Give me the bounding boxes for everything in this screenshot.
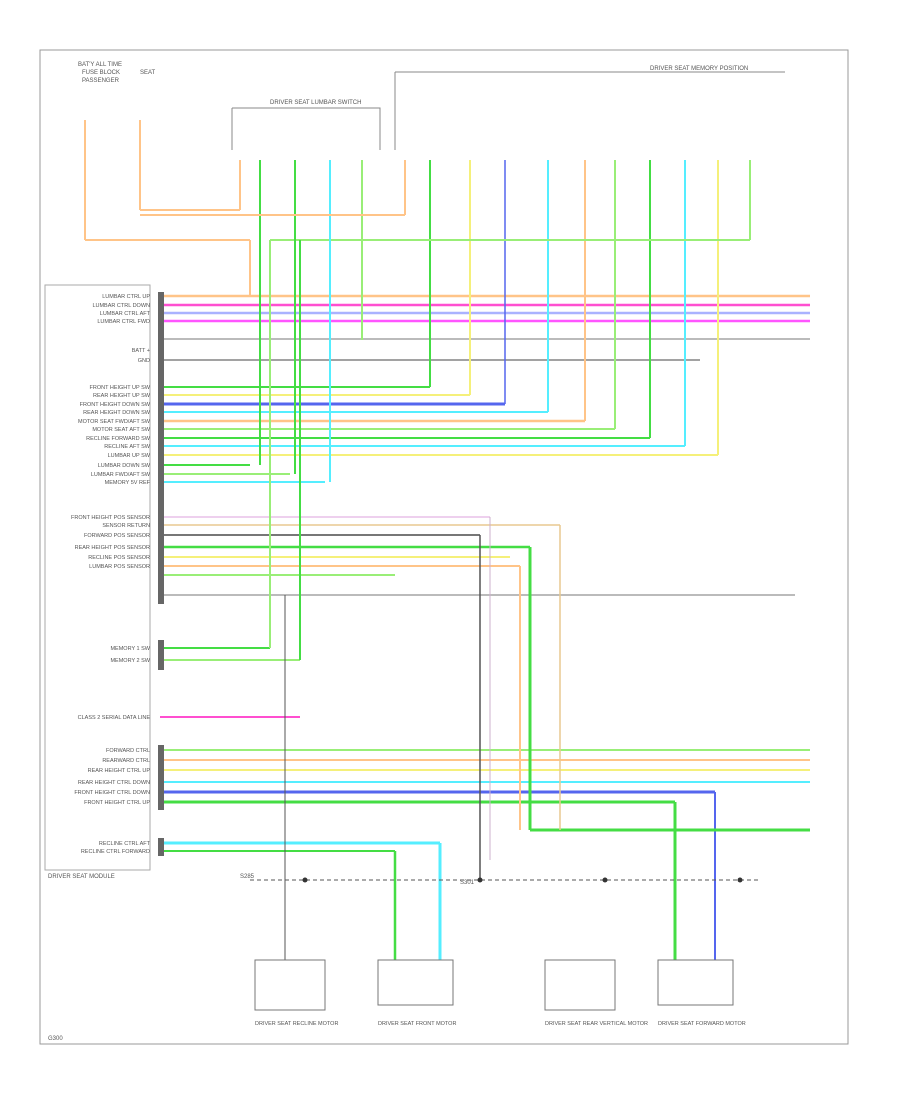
diagram-frame	[39, 49, 849, 1045]
footer-note: DRIVER SEAT MODULE	[48, 874, 115, 880]
pin-label: REAR HEIGHT POS SENSOR	[75, 545, 150, 551]
front-motor-box	[377, 959, 454, 1006]
pin-label: GND	[138, 358, 150, 364]
pin-label: RECLINE FORWARD SW	[86, 436, 151, 442]
top-left-fuse-label-4: SEAT	[140, 70, 156, 76]
splice-far	[737, 877, 743, 883]
pin-label: LUMBAR UP SW	[108, 453, 151, 459]
top-right-title: DRIVER SEAT MEMORY POSITION	[650, 66, 748, 72]
pin-label: FRONT HEIGHT CTRL UP	[84, 800, 150, 806]
pin-label: CLASS 2 SERIAL DATA LINE	[78, 715, 151, 721]
pin-label: LUMBAR CTRL FWD	[97, 319, 150, 325]
pin-label: FORWARD CTRL	[106, 748, 150, 754]
lumbar-switch-title: DRIVER SEAT LUMBAR SWITCH	[270, 100, 361, 106]
connector-markers	[158, 292, 164, 856]
pin-label: LUMBAR FWD/AFT SW	[91, 472, 151, 478]
pin-label: RECLINE POS SENSOR	[88, 555, 150, 561]
pin-label: MEMORY 2 SW	[110, 658, 150, 664]
lumbar-switch-bracket	[231, 107, 381, 150]
splice-left	[302, 877, 308, 883]
splice-right-label: S301	[460, 880, 475, 886]
pin-label: RECLINE CTRL AFT	[99, 841, 151, 847]
pin-label: MEMORY 1 SW	[110, 646, 150, 652]
pin-label: RECLINE CTRL FORWARD	[81, 849, 150, 855]
splice-right	[602, 877, 608, 883]
top-left-fuse-label-2: FUSE BLOCK	[82, 70, 120, 76]
pin-label: FRONT HEIGHT POS SENSOR	[71, 515, 150, 521]
pin-label: REAR HEIGHT DOWN SW	[83, 410, 151, 416]
pin-label: REAR HEIGHT UP SW	[93, 393, 151, 399]
recline-motor-label: DRIVER SEAT RECLINE MOTOR	[255, 1021, 338, 1027]
pin-label: RECLINE AFT SW	[104, 444, 151, 450]
switch-input-wires	[160, 386, 718, 483]
splice-mid	[477, 877, 483, 883]
memory-switch-bracket	[394, 71, 785, 150]
pin-label: MOTOR SEAT AFT SW	[92, 427, 150, 433]
pin-label: FRONT HEIGHT UP SW	[89, 385, 150, 391]
pin-label: LUMBAR CTRL UP	[102, 294, 150, 300]
pin-label: FORWARD POS SENSOR	[84, 533, 150, 539]
pin-label: FRONT HEIGHT DOWN SW	[80, 402, 151, 408]
top-left-fuse-label-3: PASSENGER	[82, 78, 120, 84]
rear-vertical-motor-label: DRIVER SEAT REAR VERTICAL MOTOR	[545, 1021, 648, 1027]
motor-control-wires	[160, 749, 810, 852]
pin-label: REAR HEIGHT CTRL UP	[88, 768, 151, 774]
pin-label: SENSOR RETURN	[102, 523, 150, 529]
motor-drop-wires	[284, 517, 810, 960]
top-left-fuse-label: BAT'Y ALL TIME	[78, 62, 122, 68]
pin-label: LUMBAR CTRL DOWN	[92, 303, 150, 309]
vertical-switch-wires	[259, 160, 751, 660]
front-motor-label: DRIVER SEAT FRONT MOTOR	[378, 1021, 456, 1027]
pin-label: REAR HEIGHT CTRL DOWN	[78, 780, 150, 786]
recline-motor-box	[254, 959, 326, 1011]
pin-label: FRONT HEIGHT CTRL DOWN	[74, 790, 150, 796]
pin-label: LUMBAR CTRL AFT	[100, 311, 151, 317]
pin-label: LUMBAR DOWN SW	[98, 463, 151, 469]
pin-label: BATT +	[132, 348, 150, 354]
ground-label: G300	[48, 1036, 63, 1042]
pin-label-column: LUMBAR CTRL UP LUMBAR CTRL DOWN LUMBAR CTR…	[71, 294, 151, 855]
pin-label: MEMORY 5V REF	[105, 480, 151, 486]
rear-vertical-motor-box	[544, 959, 616, 1011]
pin-label: REARWARD CTRL	[102, 758, 150, 764]
pin-label: MOTOR SEAT FWD/AFT SW	[78, 419, 151, 425]
forward-motor-box	[657, 959, 734, 1006]
sensor-wires	[160, 516, 795, 596]
splice-left-label: S285	[240, 874, 255, 880]
lumbar-wires	[160, 294, 810, 361]
module-outline	[44, 284, 151, 871]
forward-motor-label: DRIVER SEAT FORWARD MOTOR	[658, 1021, 746, 1027]
pin-label: LUMBAR POS SENSOR	[89, 564, 150, 570]
battery-feed-wires	[84, 120, 406, 296]
